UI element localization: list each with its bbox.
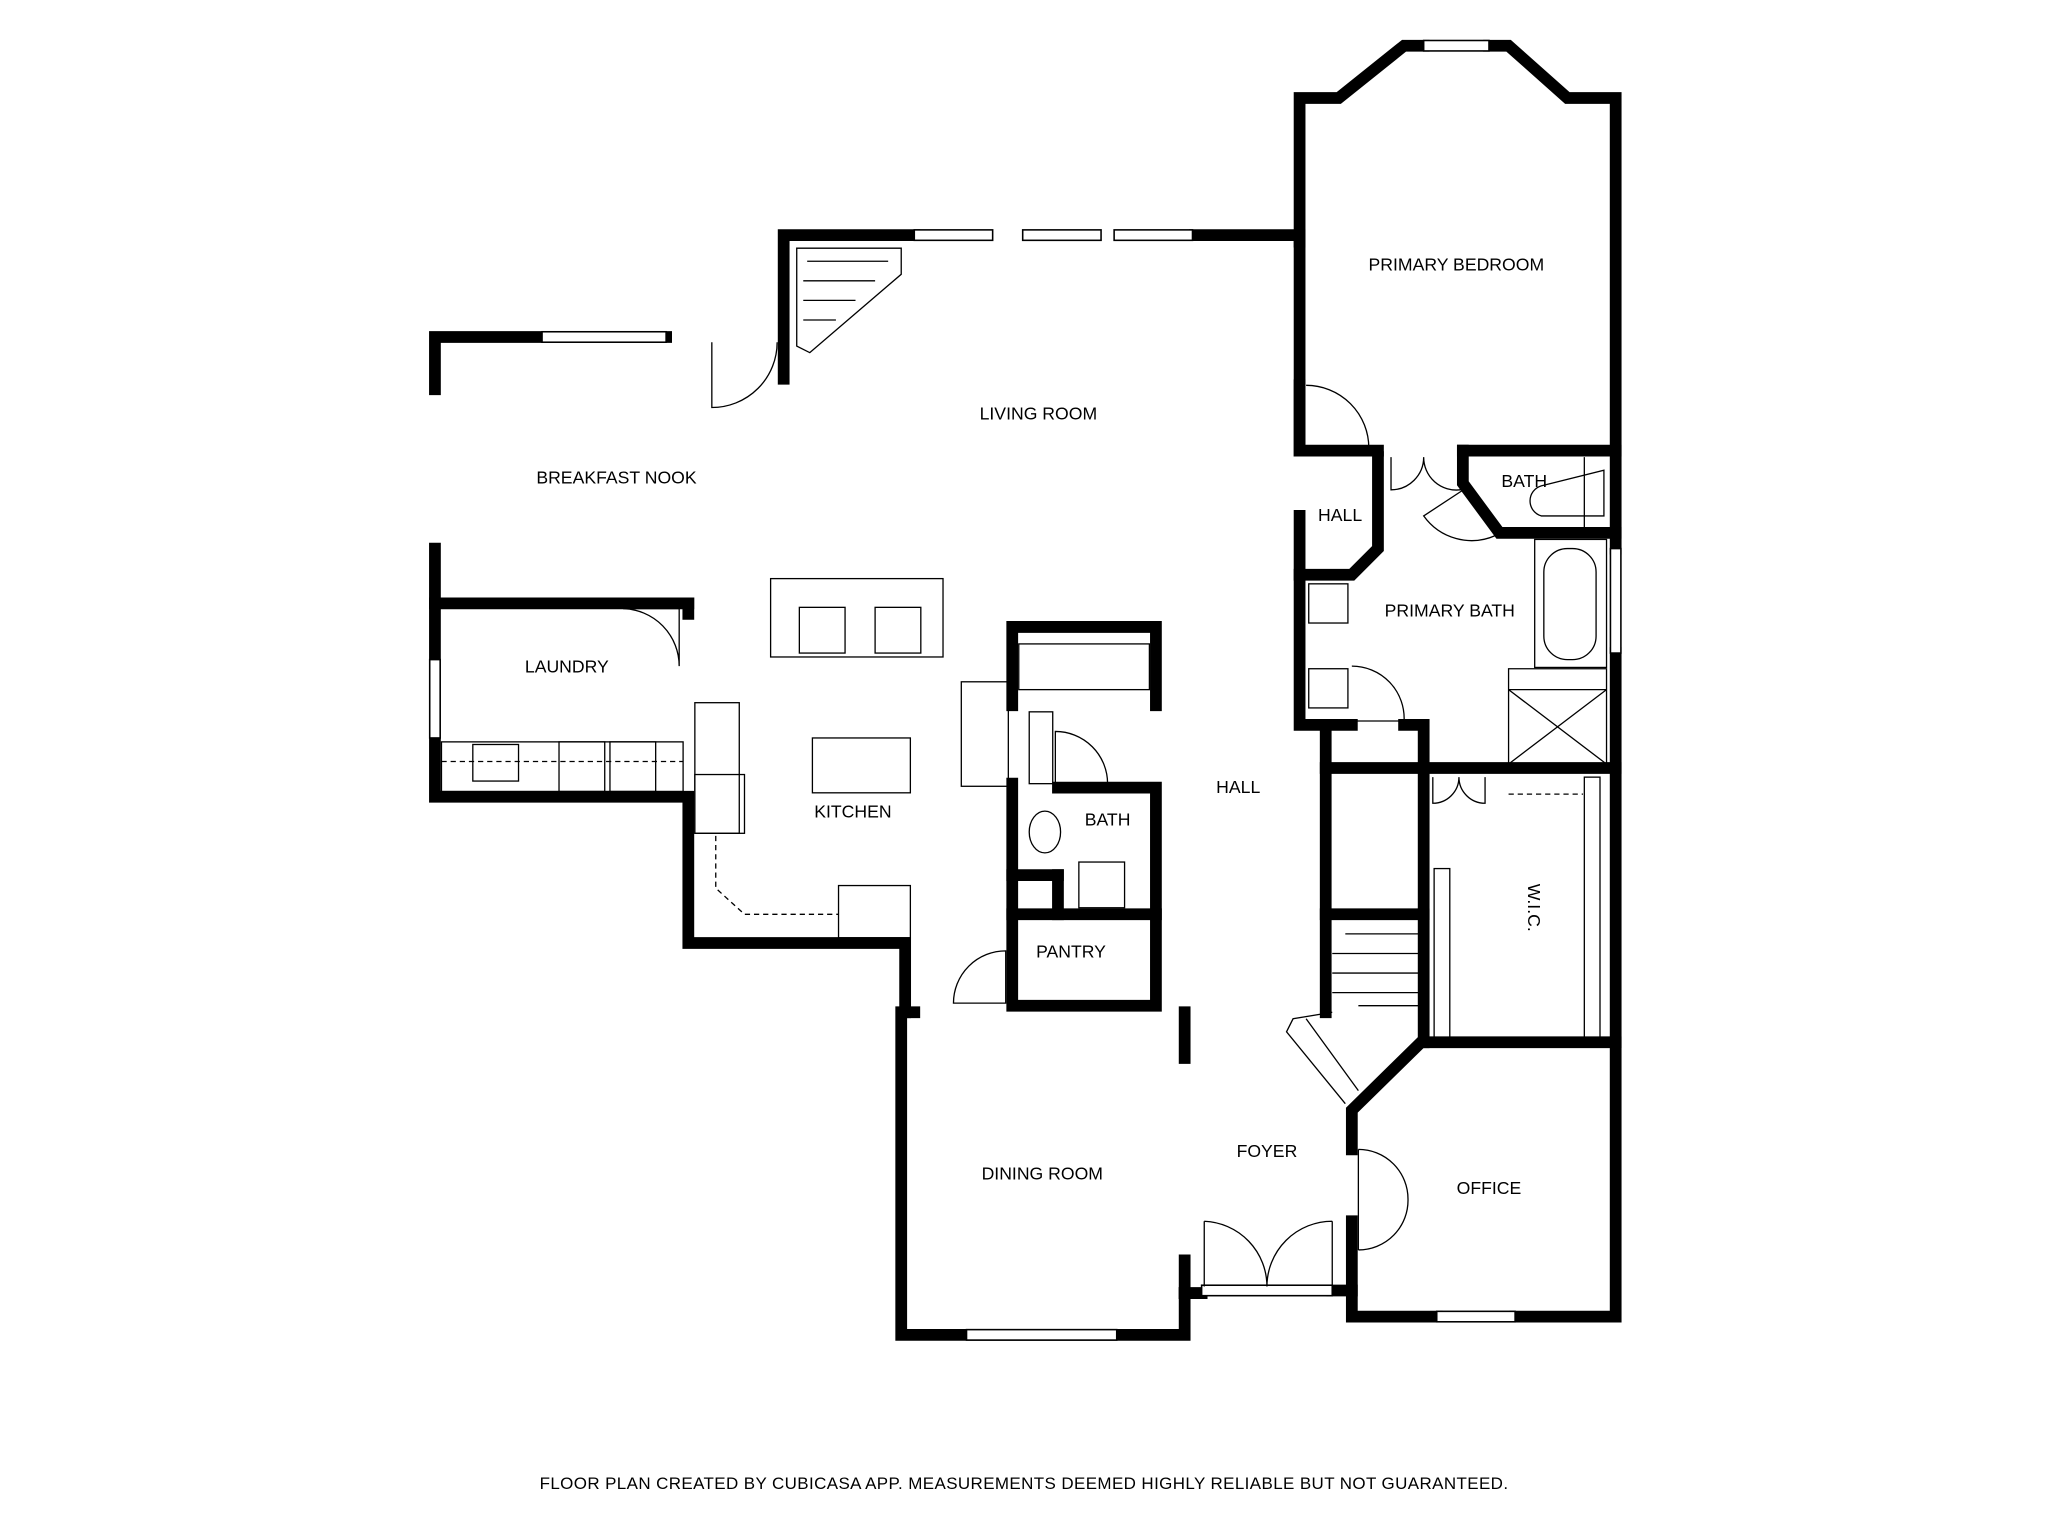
label-living-room: LIVING ROOM — [980, 403, 1098, 423]
label-primary-bedroom: PRIMARY BEDROOM — [1369, 254, 1545, 274]
label-bath-half: BATH — [1085, 809, 1131, 829]
footer-disclaimer: FLOOR PLAN CREATED BY CUBICASA APP. MEAS… — [540, 1474, 1509, 1493]
label-office: OFFICE — [1457, 1178, 1522, 1198]
doors — [623, 342, 1496, 1287]
label-pantry: PANTRY — [1036, 941, 1106, 961]
walls — [429, 39, 1622, 1341]
label-dining-room: DINING ROOM — [982, 1163, 1103, 1183]
label-primary-bath: PRIMARY BATH — [1385, 600, 1515, 620]
room-labels: PRIMARY BEDROOM LIVING ROOM BREAKFAST NO… — [525, 254, 1547, 1197]
label-bath-primary-wc: BATH — [1501, 471, 1547, 491]
fixtures — [440, 247, 1608, 1105]
label-wic: W.I.C. — [1524, 884, 1544, 932]
label-hall-small: HALL — [1318, 505, 1362, 525]
label-laundry: LAUNDRY — [525, 657, 609, 677]
windows — [428, 39, 1622, 1341]
label-foyer: FOYER — [1237, 1141, 1298, 1161]
label-hall-main: HALL — [1216, 777, 1260, 797]
label-breakfast-nook: BREAKFAST NOOK — [536, 467, 697, 487]
label-kitchen: KITCHEN — [814, 802, 891, 822]
